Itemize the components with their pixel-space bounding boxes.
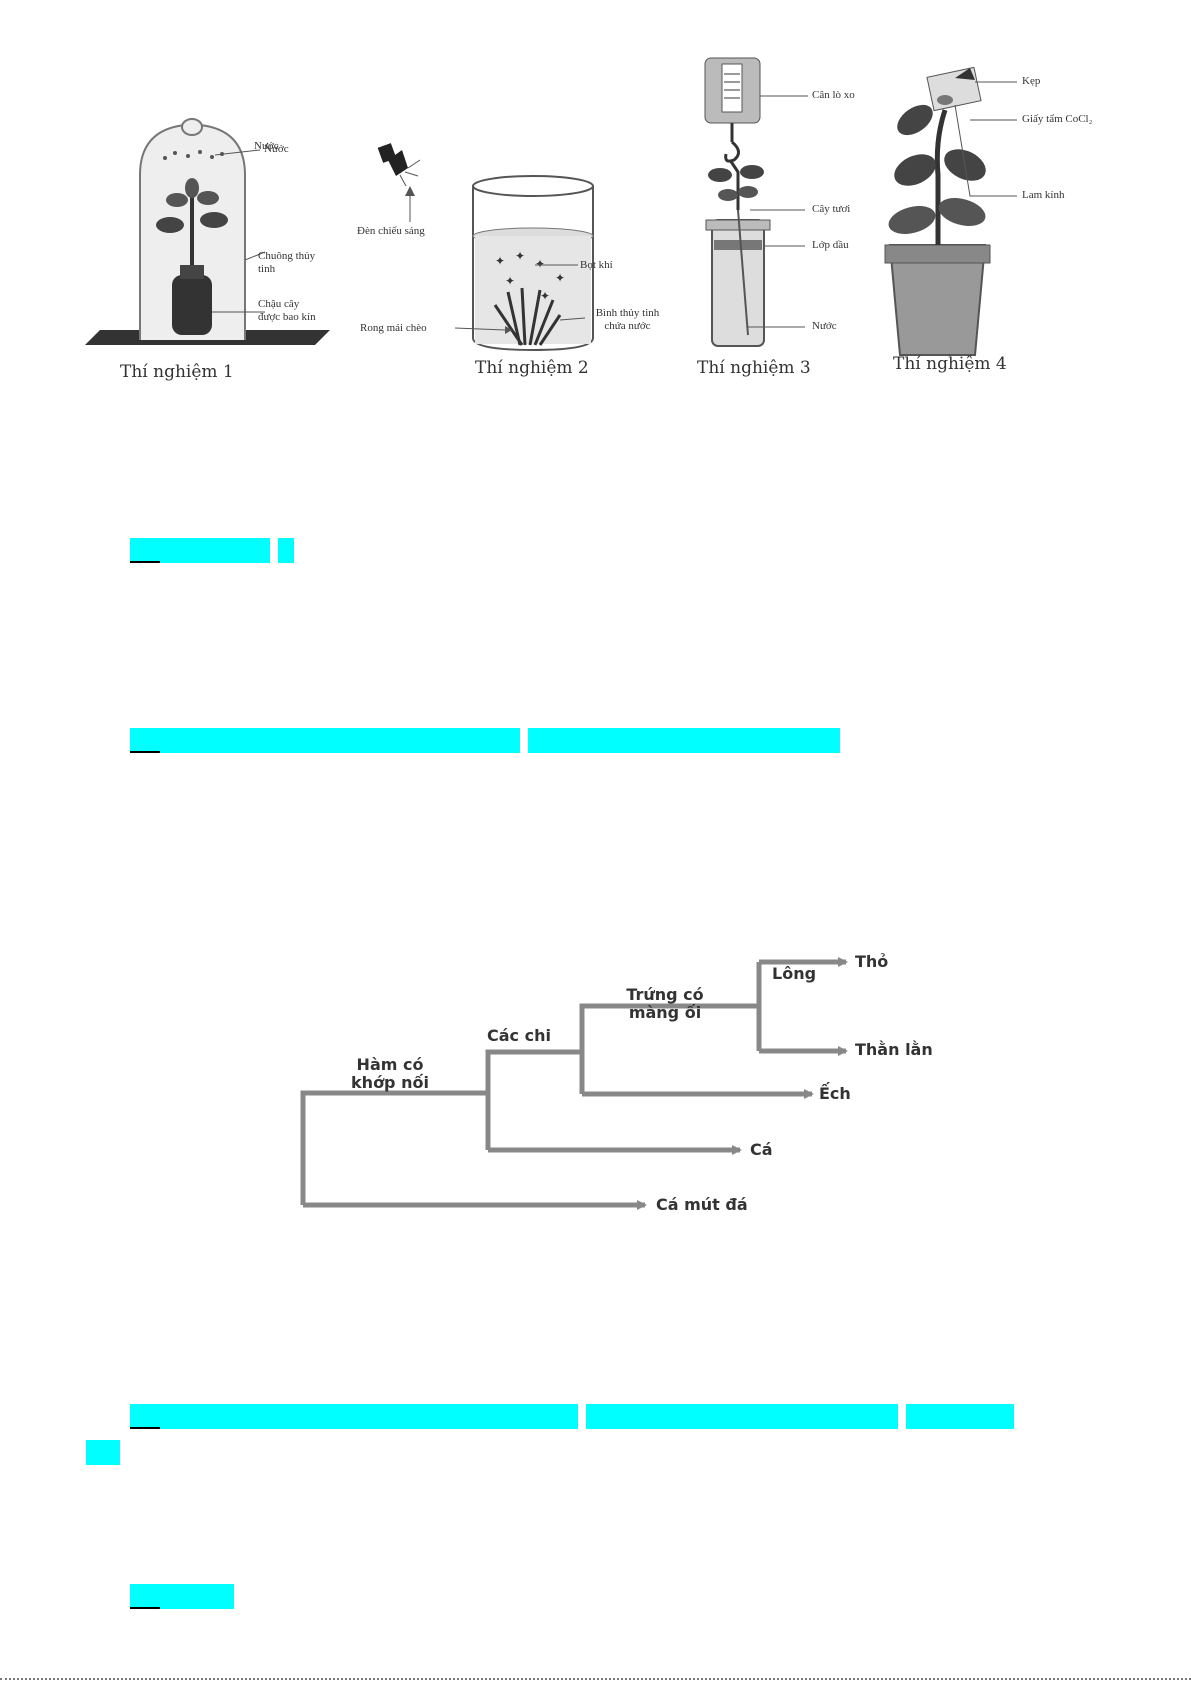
page-bottom-rule: [0, 1678, 1191, 1680]
experiments-figure: Nước ✦✦ ✦✦ ✦✦: [85, 57, 1017, 356]
highlight-underline: [130, 751, 160, 753]
svg-text:✦: ✦: [555, 271, 565, 285]
exp3-fresh-plant-label: Cây tươi: [812, 203, 851, 215]
exp1-water-label: Nước: [254, 140, 279, 152]
cladogram: [300, 957, 848, 1210]
highlight-bar: [130, 538, 270, 563]
trait-limbs: Các chi: [487, 1026, 551, 1045]
experiment-2-illustration: ✦✦ ✦✦ ✦✦: [377, 143, 594, 352]
svg-text:✦: ✦: [495, 254, 505, 268]
trait-hair: Lông: [772, 964, 817, 983]
highlight-bar: [130, 1584, 234, 1609]
exp4-clip-label: Kẹp: [1022, 75, 1041, 87]
highlight-bar: [528, 728, 840, 753]
exp1-bell-jar-label: Chuông thủy tinh: [258, 250, 316, 275]
svg-text:✦: ✦: [540, 289, 550, 303]
experiment-1-caption: Thí nghiệm 1: [120, 362, 234, 382]
highlight-underline: [130, 1427, 160, 1429]
exp1-sealed-pot-label: Chậu cây được bao kín: [258, 298, 316, 323]
exp2-glass-jar-label: Bình thủy tinh chứa nước: [595, 307, 660, 332]
taxon-lizard: Thằn lằn: [855, 1040, 933, 1059]
exp2-seaweed-label: Rong mái chèo: [360, 322, 427, 334]
svg-text:✦: ✦: [505, 274, 515, 288]
highlight-bar: [586, 1404, 898, 1429]
exp3-water-label: Nước: [812, 320, 837, 332]
highlight-bar: [130, 1404, 578, 1429]
exp3-spring-scale-label: Cân lò xo: [812, 89, 855, 101]
branch-fish: [485, 1049, 580, 1150]
experiment-2-caption: Thí nghiệm 2: [475, 358, 589, 378]
exp2-bubbles-label: Bọt khí: [580, 259, 613, 271]
experiment-3-illustration: [704, 57, 808, 347]
experiment-4-caption: Thí nghiệm 4: [893, 354, 1007, 374]
taxon-lamprey: Cá mút đá: [656, 1195, 748, 1214]
experiment-4-illustration: [884, 66, 1017, 356]
svg-text:✦: ✦: [515, 249, 525, 263]
taxon-rabbit: Thỏ: [855, 952, 889, 971]
highlight-bar: [130, 728, 520, 753]
taxon-fish: Cá: [750, 1140, 773, 1159]
highlight-bar: [86, 1440, 120, 1465]
branch-frog: [579, 1003, 760, 1094]
taxon-frog: Ếch: [819, 1084, 851, 1103]
highlight-bar: [278, 538, 294, 563]
experiment-3-caption: Thí nghiệm 3: [697, 358, 811, 378]
svg-text:✦: ✦: [535, 257, 545, 271]
trait-jaws: Hàm có khớp nối: [351, 1055, 429, 1092]
highlight-underline: [130, 1607, 160, 1609]
experiment-1-illustration: [85, 118, 330, 345]
trait-amniotic-egg: Trứng có màng ối: [626, 985, 704, 1022]
branch-lamprey: [300, 1090, 488, 1205]
exp4-cocl2-paper-label: Giấy tẩm CoCl₂: [1022, 113, 1093, 125]
highlight-bar: [906, 1404, 1014, 1429]
exp4-glass-slide-label: Lam kính: [1022, 189, 1065, 201]
highlight-underline: [130, 561, 160, 563]
experiment-1-label-water: Nước: [264, 143, 289, 155]
exp2-lamp-label: Đèn chiếu sáng: [357, 225, 425, 237]
exp3-oil-layer-label: Lớp dầu: [812, 239, 849, 251]
